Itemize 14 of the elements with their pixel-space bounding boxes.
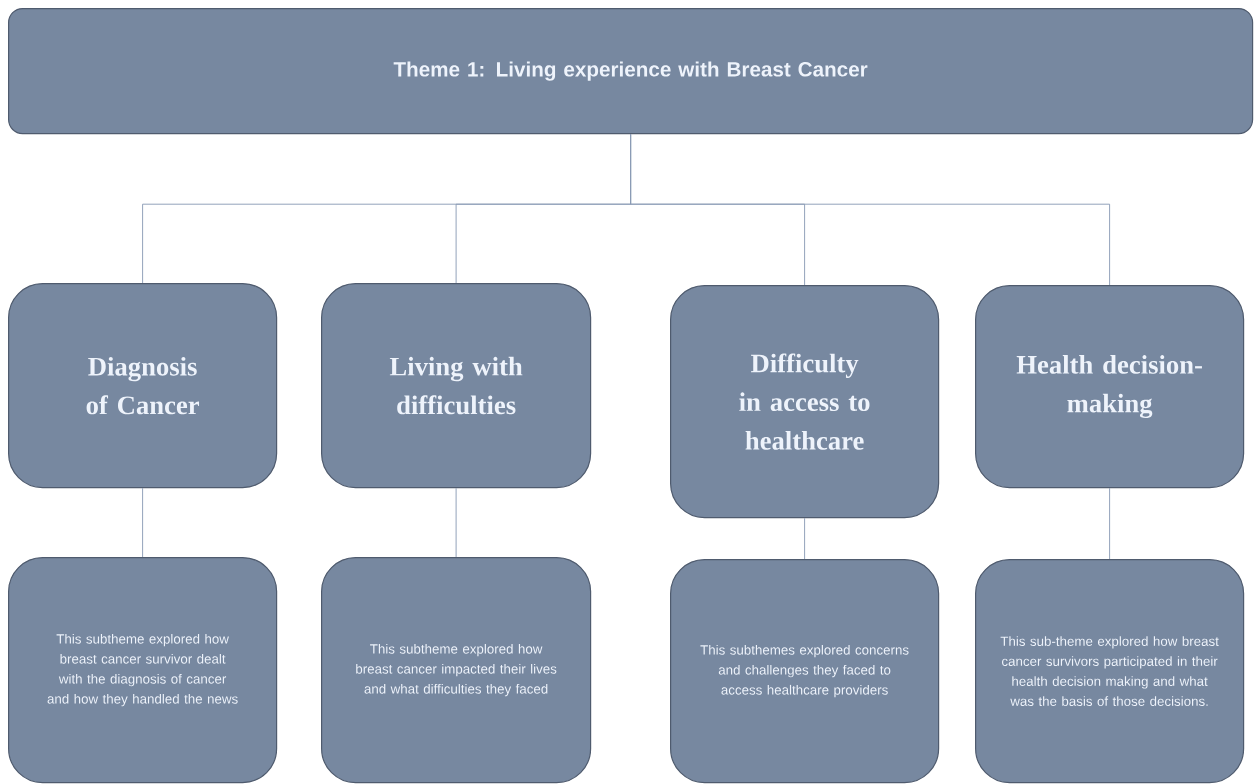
description-box: This subtheme explored how breast cancer survivor dealt with the diagnosis of cancer and how they handled the news: [8, 557, 278, 784]
connector-line: [804, 517, 806, 560]
subtheme-box: Difficulty in access to healthcare: [670, 285, 940, 519]
connector-line: [455, 487, 457, 558]
subtheme-box: Health decision-making: [975, 285, 1245, 489]
description-box: This subthemes explored concerns and challenges they faced to access healthcare providers: [670, 559, 940, 784]
connector-line: [630, 133, 1111, 286]
connector-line: [1109, 487, 1111, 560]
theme-box: Theme 1: Living experience with Breast Cancer: [8, 8, 1254, 135]
subtheme-box: Living with difficulties: [321, 283, 592, 489]
description-box: This sub-theme explored how breast cancer survivors participated in their health decision making and what was the basis of those decisions.: [975, 559, 1245, 784]
connector-line: [142, 487, 144, 558]
description-box: This subtheme explored how breast cancer impacted their lives and what difficulties they faced: [321, 557, 592, 784]
subtheme-box: Diagnosis of Cancer: [8, 283, 278, 489]
